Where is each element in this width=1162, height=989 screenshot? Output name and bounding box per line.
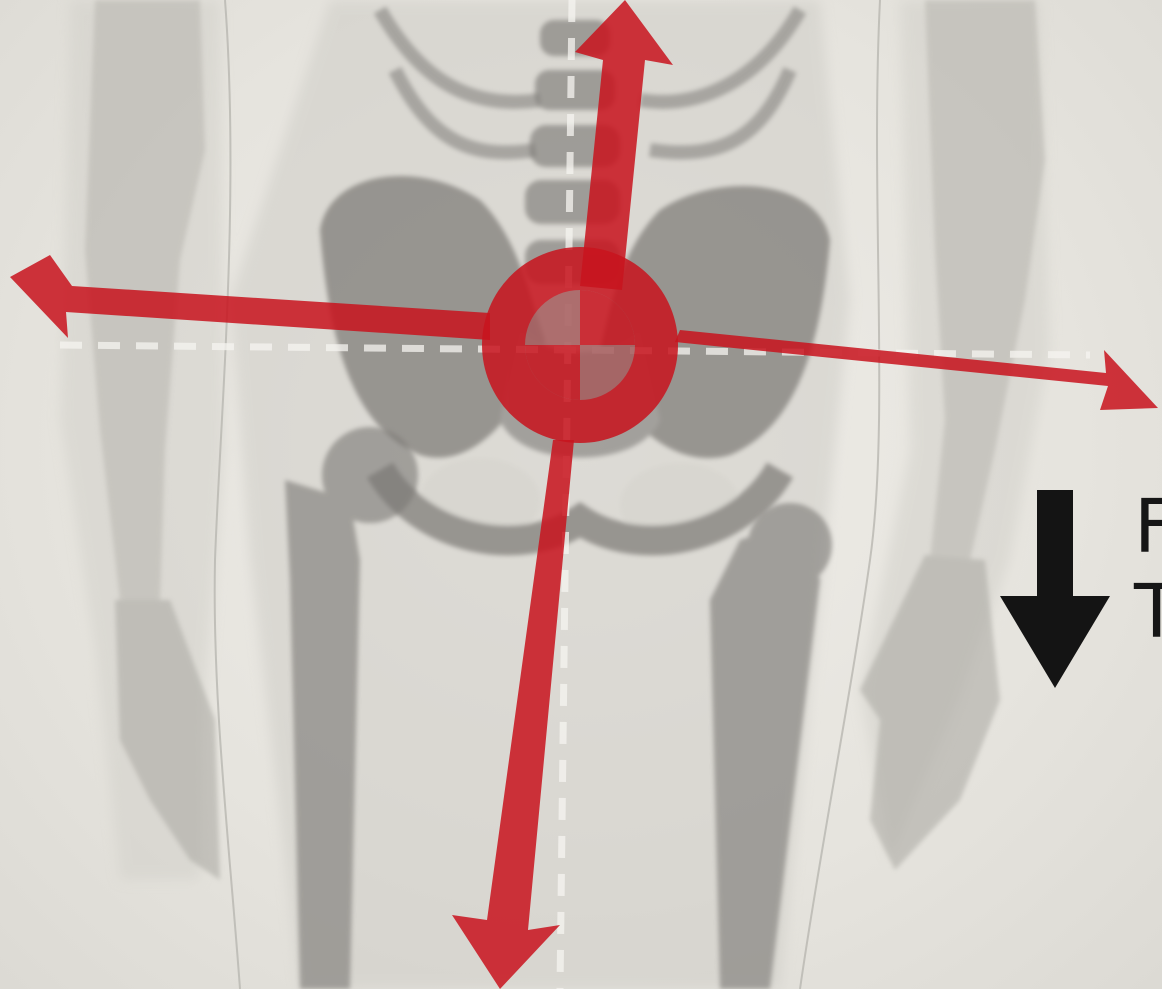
side-label-line2: T	[1134, 575, 1162, 649]
side-label-line1: F	[1134, 490, 1162, 564]
center-of-mass-ring	[482, 247, 678, 443]
